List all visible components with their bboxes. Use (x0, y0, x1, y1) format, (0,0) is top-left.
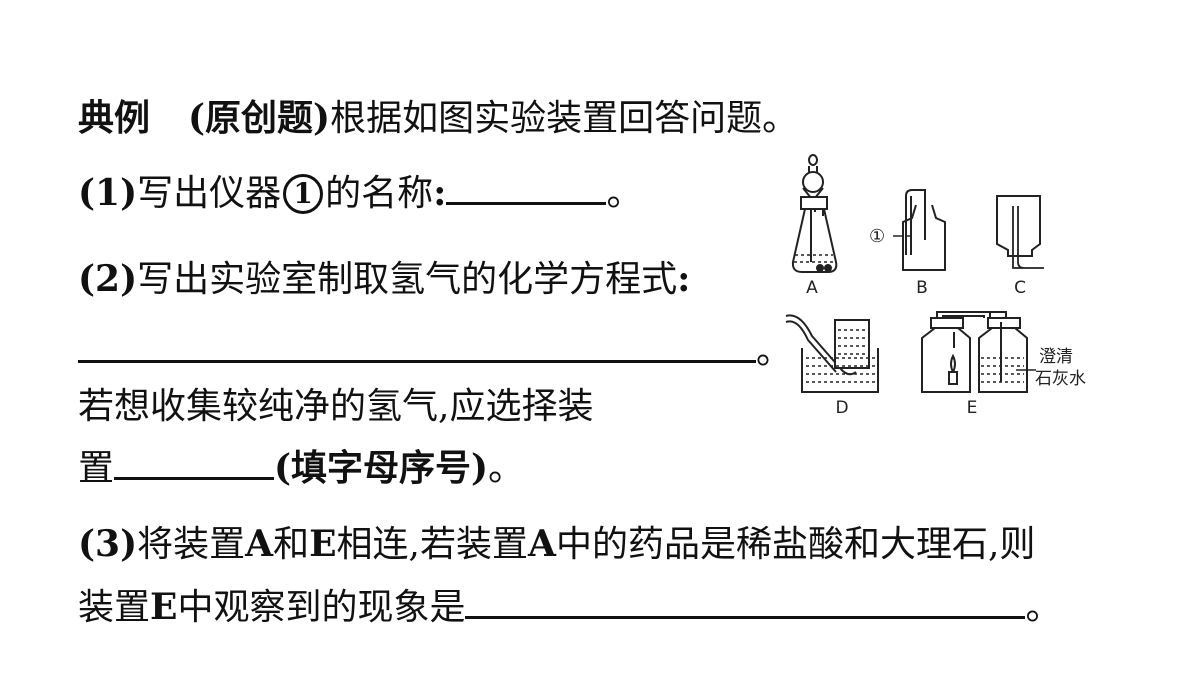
example-label: 典例 (78, 97, 151, 139)
q3-e2: E (150, 586, 178, 628)
q3-a: A (245, 523, 274, 565)
q1-answer-blank[interactable] (446, 172, 607, 205)
q3-answer-blank[interactable] (465, 586, 1026, 619)
q1-text-b: 的名称 (325, 173, 434, 214)
q2-collect-line: 若想收集较纯净的氢气,应选择装 (78, 385, 593, 429)
q2-colon: : (677, 258, 691, 300)
label-c: C (1014, 278, 1026, 298)
q2-text2: 若想收集较纯净的氢气,应选择装 (78, 386, 594, 427)
question-2: (2)写出实验室制取氢气的化学方程式: (78, 257, 690, 302)
q2-text4: (填字母序号) (274, 447, 489, 489)
q3-end: 。 (1025, 587, 1062, 628)
q2-end: 。 (756, 331, 793, 372)
marker-1: ① (869, 226, 885, 247)
q1-end: 。 (606, 173, 643, 214)
q3-a2: A (528, 523, 556, 565)
q2-device-line: 置 (填字母序号)。 (78, 446, 524, 491)
source-tag: (原创题) (188, 97, 331, 139)
circled-number-1: 1 (283, 174, 324, 214)
intro-line: 典例 (原创题)根据如图实验装置回答问题。 (78, 96, 798, 141)
label-e: E (967, 398, 978, 418)
label-a: A (806, 278, 818, 298)
q3-t6: 中观察到的现象是 (177, 587, 466, 628)
q3-t4: 中的药品是稀盐酸和大理石,则 (555, 524, 1036, 565)
q3-number: (3) (78, 523, 138, 565)
label-d: D (835, 398, 848, 418)
q1-colon: : (433, 172, 447, 214)
q2-number: (2) (78, 258, 138, 300)
limewater-label-2: 石灰水 (1035, 369, 1086, 389)
q2-text: 写出实验室制取氢气的化学方程式 (137, 259, 678, 300)
q2-device-blank[interactable] (114, 447, 275, 480)
q3-t3: 相连,若装置 (336, 524, 528, 565)
q3-e: E (309, 523, 337, 565)
apparatus-c-bottle (996, 195, 1044, 269)
q1-number: (1) (78, 172, 138, 214)
q3-t5: 装置 (78, 587, 151, 628)
q2-text3: 置 (78, 448, 115, 489)
question-3: (3)将装置A和E相连,若装置A中的药品是稀盐酸和大理石,则 (78, 522, 1035, 567)
apparatus-d-trough (785, 314, 879, 393)
q2-equation-blank[interactable] (78, 330, 756, 363)
q3-line-2: 装置E中观察到的现象是 。 (78, 585, 1062, 630)
apparatus-b-bottle (893, 189, 946, 271)
apparatus-e-bottles (921, 311, 1036, 393)
apparatus-figure: A B C D E ① 澄清 石灰水 (785, 154, 1086, 418)
limewater-label-1: 澄清 (1039, 347, 1073, 367)
q2-end2: 。 (488, 448, 525, 489)
q1-text-a: 写出仪器 (137, 173, 282, 214)
apparatus-a-flask (791, 154, 838, 273)
q2-equation-line: 。 (78, 330, 792, 374)
label-b: B (916, 278, 928, 298)
q3-t2: 和 (273, 524, 310, 565)
q3-t1: 将装置 (137, 524, 246, 565)
intro-text: 根据如图实验装置回答问题。 (330, 98, 799, 139)
